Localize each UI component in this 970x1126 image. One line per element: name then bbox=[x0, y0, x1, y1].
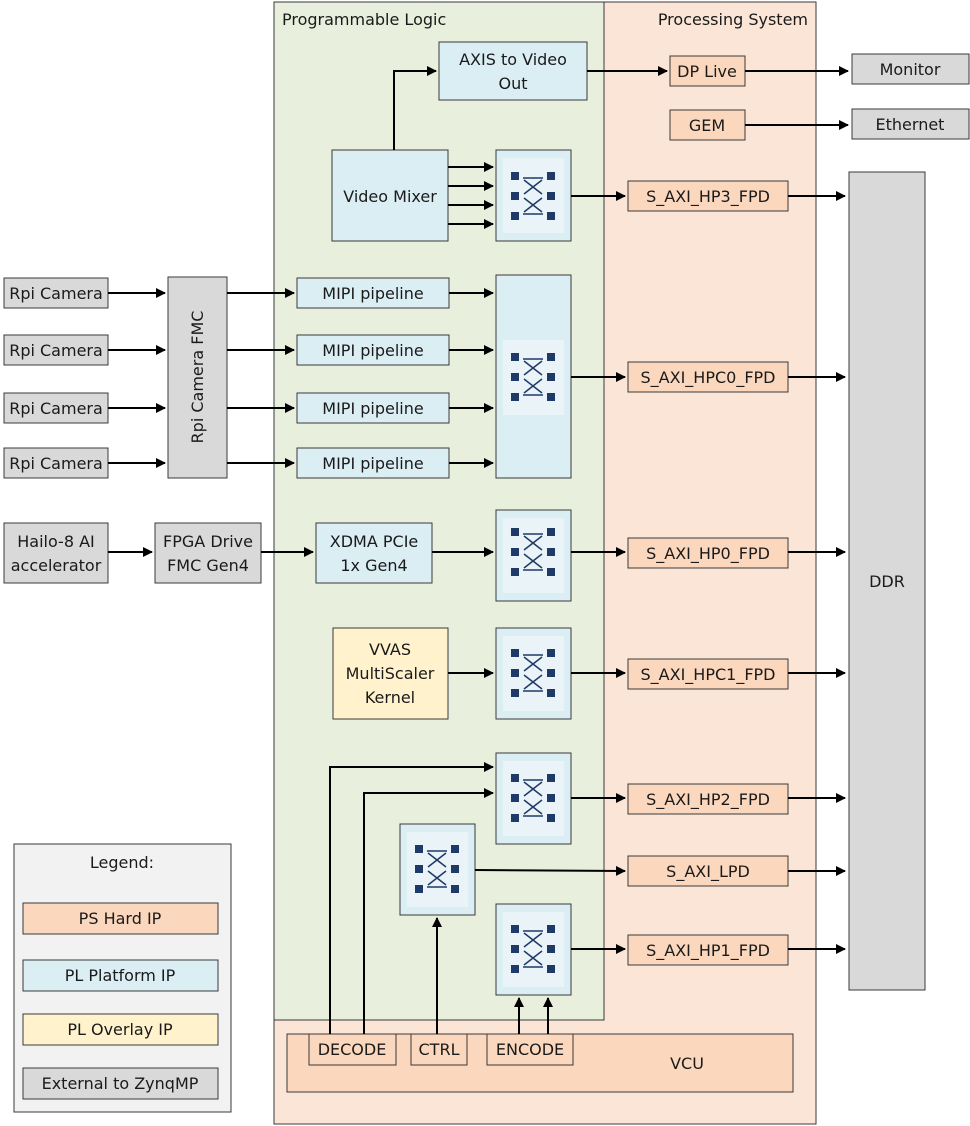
hpc0-label: S_AXI_HPC0_FPD bbox=[641, 368, 776, 388]
gem-block bbox=[669, 109, 746, 141]
hp1-label: S_AXI_HP1_FPD bbox=[646, 941, 770, 961]
legend-pl-platform-ip-label: PL Platform IP bbox=[65, 966, 176, 985]
vvas-label-3: Kernel bbox=[365, 688, 415, 707]
mipi-pipeline-4-label: MIPI pipeline bbox=[322, 454, 423, 473]
legend-ps-hard-ip-label: PS Hard IP bbox=[79, 909, 162, 928]
axis-to-video-label-2: Out bbox=[498, 74, 527, 93]
mipi-pipeline-2-label: MIPI pipeline bbox=[322, 341, 423, 360]
ethernet-block bbox=[851, 108, 970, 140]
mipi-pipeline-3 bbox=[296, 392, 450, 424]
dp-live-block bbox=[669, 55, 746, 87]
pl-region-label: Programmable Logic bbox=[282, 10, 446, 29]
rpi-camera-4 bbox=[3, 447, 109, 479]
ethernet-label: Ethernet bbox=[876, 115, 945, 134]
vcu-decode-label: DECODE bbox=[318, 1040, 387, 1059]
rpi-camera-2 bbox=[3, 334, 109, 366]
fpga-drive-block bbox=[154, 522, 262, 584]
lpd-label: S_AXI_LPD bbox=[666, 862, 750, 882]
vvas-block bbox=[332, 627, 449, 720]
xdma-label-2: 1x Gen4 bbox=[340, 556, 407, 575]
interconnect-hp1 bbox=[495, 903, 572, 996]
rpi-camera-4-label: Rpi Camera bbox=[9, 454, 103, 473]
legend-title: Legend: bbox=[90, 853, 154, 872]
fpga-drive-label-1: FPGA Drive bbox=[163, 532, 253, 551]
rpi-camera-fmc bbox=[167, 276, 228, 479]
rpi-camera-3 bbox=[3, 392, 109, 424]
rpi-camera-1 bbox=[3, 277, 109, 309]
interconnect-hpc0 bbox=[495, 274, 572, 479]
rpi-camera-3-label: Rpi Camera bbox=[9, 399, 103, 418]
hp1-port bbox=[627, 934, 789, 966]
ddr-block bbox=[848, 171, 926, 991]
rpi-camera-1-label: Rpi Camera bbox=[9, 284, 103, 303]
legend-pl-overlay-ip-swatch bbox=[22, 1013, 219, 1046]
connectors bbox=[108, 66, 849, 1034]
monitor-block bbox=[851, 53, 970, 85]
hailo-block bbox=[3, 522, 109, 584]
vcu-ctrl-label: CTRL bbox=[419, 1040, 460, 1059]
legend-external-label: External to ZynqMP bbox=[42, 1074, 199, 1093]
hailo-label-1: Hailo-8 AI bbox=[17, 532, 95, 551]
vcu-encode-port bbox=[486, 1033, 574, 1066]
hp0-port bbox=[627, 537, 789, 569]
mipi-pipeline-1-label: MIPI pipeline bbox=[322, 284, 423, 303]
hp0-label: S_AXI_HP0_FPD bbox=[646, 544, 770, 564]
video-mixer-block bbox=[331, 149, 449, 242]
mipi-pipeline-3-label: MIPI pipeline bbox=[322, 399, 423, 418]
legend-pl-platform-ip-swatch bbox=[22, 959, 219, 992]
hailo-label-2: accelerator bbox=[11, 556, 102, 575]
xdma-block bbox=[315, 522, 433, 584]
fpga-drive-label-2: FMC Gen4 bbox=[167, 556, 249, 575]
legend-ps-hard-ip-swatch bbox=[22, 902, 219, 935]
dp-live-label: DP Live bbox=[677, 62, 737, 81]
interconnect-hpc1 bbox=[495, 627, 572, 720]
hpc0-port bbox=[627, 361, 789, 393]
axis-to-video-label-1: AXIS to Video bbox=[459, 50, 567, 69]
interconnect-hp2 bbox=[495, 752, 572, 845]
vvas-label-2: MultiScaler bbox=[346, 664, 435, 683]
hp3-label: S_AXI_HP3_FPD bbox=[646, 187, 770, 207]
ddr-label: DDR bbox=[869, 572, 905, 591]
interconnect-hp0 bbox=[495, 509, 572, 602]
vcu-encode-label: ENCODE bbox=[496, 1040, 564, 1059]
interconnect-hp3 bbox=[495, 149, 572, 242]
lpd-port bbox=[627, 855, 789, 887]
hp3-port bbox=[627, 180, 789, 212]
vcu-label: VCU bbox=[670, 1054, 704, 1073]
mipi-pipeline-4 bbox=[296, 447, 450, 479]
interconnect-lpd bbox=[399, 823, 476, 916]
video-mixer-label: Video Mixer bbox=[343, 187, 437, 206]
monitor-label: Monitor bbox=[880, 60, 941, 79]
legend-pl-overlay-ip-label: PL Overlay IP bbox=[67, 1020, 173, 1039]
mipi-pipeline-1 bbox=[296, 277, 450, 309]
hp2-port bbox=[627, 783, 789, 815]
vcu-decode-port bbox=[308, 1033, 397, 1066]
gem-label: GEM bbox=[689, 116, 725, 135]
vvas-label-1: VVAS bbox=[369, 640, 411, 659]
rpi-camera-fmc-label: Rpi Camera FMC bbox=[188, 311, 207, 444]
legend-external-swatch bbox=[22, 1067, 219, 1100]
vcu-ctrl-port bbox=[410, 1033, 468, 1066]
hp2-label: S_AXI_HP2_FPD bbox=[646, 790, 770, 810]
xdma-label-1: XDMA PCIe bbox=[330, 532, 419, 551]
ps-region-label: Processing System bbox=[658, 10, 808, 29]
hpc1-label: S_AXI_HPC1_FPD bbox=[641, 665, 776, 685]
legend: Legend: PS Hard IP PL Platform IP PL Ove… bbox=[13, 843, 232, 1113]
rpi-camera-2-label: Rpi Camera bbox=[9, 341, 103, 360]
mipi-pipeline-2 bbox=[296, 334, 450, 366]
